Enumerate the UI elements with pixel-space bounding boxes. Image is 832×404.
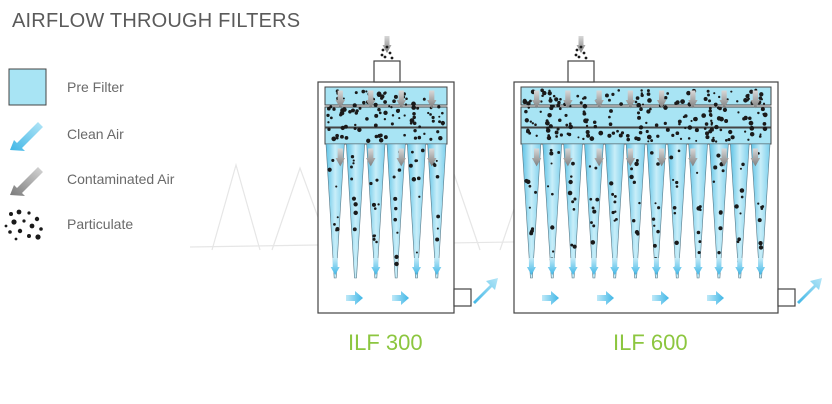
- bag-filter: [563, 143, 583, 279]
- filter-unit-1: [317, 36, 498, 314]
- contaminated-air-arrows: [531, 90, 761, 167]
- inlet-contaminated-air-arrow: [576, 36, 586, 53]
- contaminated-air-arrow: [396, 148, 406, 167]
- clean-air-down-arrow: [631, 258, 641, 275]
- clean-air-arrows: [526, 258, 766, 305]
- clean-air-down-arrow: [610, 258, 620, 275]
- bag-filter: [646, 143, 667, 279]
- pre-filter-swatch: [8, 68, 47, 106]
- contaminated-air-arrow: [563, 148, 573, 167]
- clean-air-icon: [10, 122, 43, 151]
- clean-air-down-arrow: [756, 258, 766, 275]
- clean-air-arrows: [330, 258, 442, 305]
- clean-air-right-arrow: [392, 291, 409, 305]
- clean-air-down-arrow: [371, 258, 381, 275]
- bag-filter: [386, 143, 406, 279]
- clean-air-down-arrow: [547, 258, 557, 275]
- contaminated-air-arrow: [625, 148, 636, 167]
- filter-unit-2: [513, 36, 822, 314]
- clean-air-down-arrow: [526, 258, 536, 275]
- bag-filter: [325, 143, 345, 279]
- bag-filter: [427, 143, 447, 279]
- legend-pre-filter-label: Pre Filter: [67, 79, 124, 95]
- contaminated-air-arrow: [427, 148, 437, 167]
- clean-air-right-arrow: [652, 291, 669, 305]
- clean-air-down-arrow: [432, 258, 442, 275]
- bag-filter: [407, 143, 426, 279]
- contaminated-air-arrow: [719, 148, 729, 167]
- bag-filter: [709, 143, 729, 279]
- air-inlet: [567, 60, 595, 83]
- outlet-clean-air-arrow: [797, 278, 822, 304]
- contaminated-air-icon: [10, 167, 43, 196]
- legend-icons: [4, 68, 47, 241]
- clean-air-right-arrow: [542, 291, 559, 305]
- contaminated-air-arrow: [366, 90, 376, 109]
- bag-filter: [366, 143, 386, 279]
- legend-particulate-label: Particulate: [67, 216, 134, 232]
- outlet-clean-air-arrow: [473, 278, 498, 304]
- inlet-particulate: [574, 45, 588, 60]
- page-title: AIRFLOW THROUGH FILTERS: [12, 10, 301, 32]
- clean-air-right-arrow: [346, 291, 363, 305]
- contaminated-air-arrow: [335, 148, 345, 167]
- particulate-icon: [4, 209, 43, 241]
- clean-air-down-arrow: [714, 258, 724, 275]
- bag-filter: [750, 143, 771, 279]
- contaminated-air-arrow: [656, 90, 667, 109]
- contaminated-air-arrow: [719, 90, 729, 109]
- clean-air-down-arrow: [412, 258, 421, 275]
- contaminated-air-arrow: [594, 148, 604, 167]
- contaminated-air-arrow: [656, 148, 667, 167]
- bag-filters: [325, 143, 447, 279]
- clean-air-down-arrow: [589, 258, 599, 275]
- bag-filter: [730, 143, 750, 279]
- legend-clean-air-label: Clean Air: [67, 126, 124, 142]
- clean-air-down-arrow: [672, 258, 682, 275]
- contaminated-air-arrow: [750, 148, 761, 167]
- air-inlet: [373, 60, 401, 83]
- contaminated-air-arrows: [335, 90, 437, 167]
- clean-air-down-arrow: [651, 258, 661, 275]
- clean-air-down-arrow: [735, 258, 745, 275]
- contaminated-air-arrow: [366, 148, 376, 167]
- unit-label-ilf300: ILF 300: [348, 330, 423, 355]
- contaminated-air-arrow: [688, 90, 698, 109]
- clean-air-right-arrow: [707, 291, 724, 305]
- clean-air-down-arrow: [330, 258, 340, 275]
- bag-filter: [688, 143, 708, 279]
- contaminated-air-arrow: [563, 90, 573, 109]
- clean-air-down-arrow: [693, 258, 703, 275]
- contaminated-air-arrow: [396, 90, 406, 109]
- contaminated-air-arrow: [750, 90, 761, 109]
- contaminated-air-arrow: [594, 90, 604, 109]
- clean-air-down-arrow: [568, 258, 578, 275]
- clean-air-right-arrow: [597, 291, 614, 305]
- inlet-contaminated-air-arrow: [382, 36, 392, 53]
- bag-filter: [667, 143, 687, 279]
- contaminated-air-arrow: [335, 90, 345, 109]
- contaminated-air-arrow: [625, 90, 636, 109]
- contaminated-air-arrow: [688, 148, 698, 167]
- bag-filter: [542, 143, 562, 279]
- contaminated-air-arrow: [531, 148, 542, 167]
- air-outlet: [777, 288, 796, 307]
- legend-contaminated-air-label: Contaminated Air: [67, 171, 175, 187]
- inlet-particulate: [380, 45, 394, 60]
- contaminated-air-arrow: [427, 90, 437, 109]
- bag-filter: [521, 143, 542, 279]
- air-outlet: [453, 288, 472, 307]
- contaminated-air-arrow: [531, 90, 542, 109]
- unit-label-ilf600: ILF 600: [613, 330, 688, 355]
